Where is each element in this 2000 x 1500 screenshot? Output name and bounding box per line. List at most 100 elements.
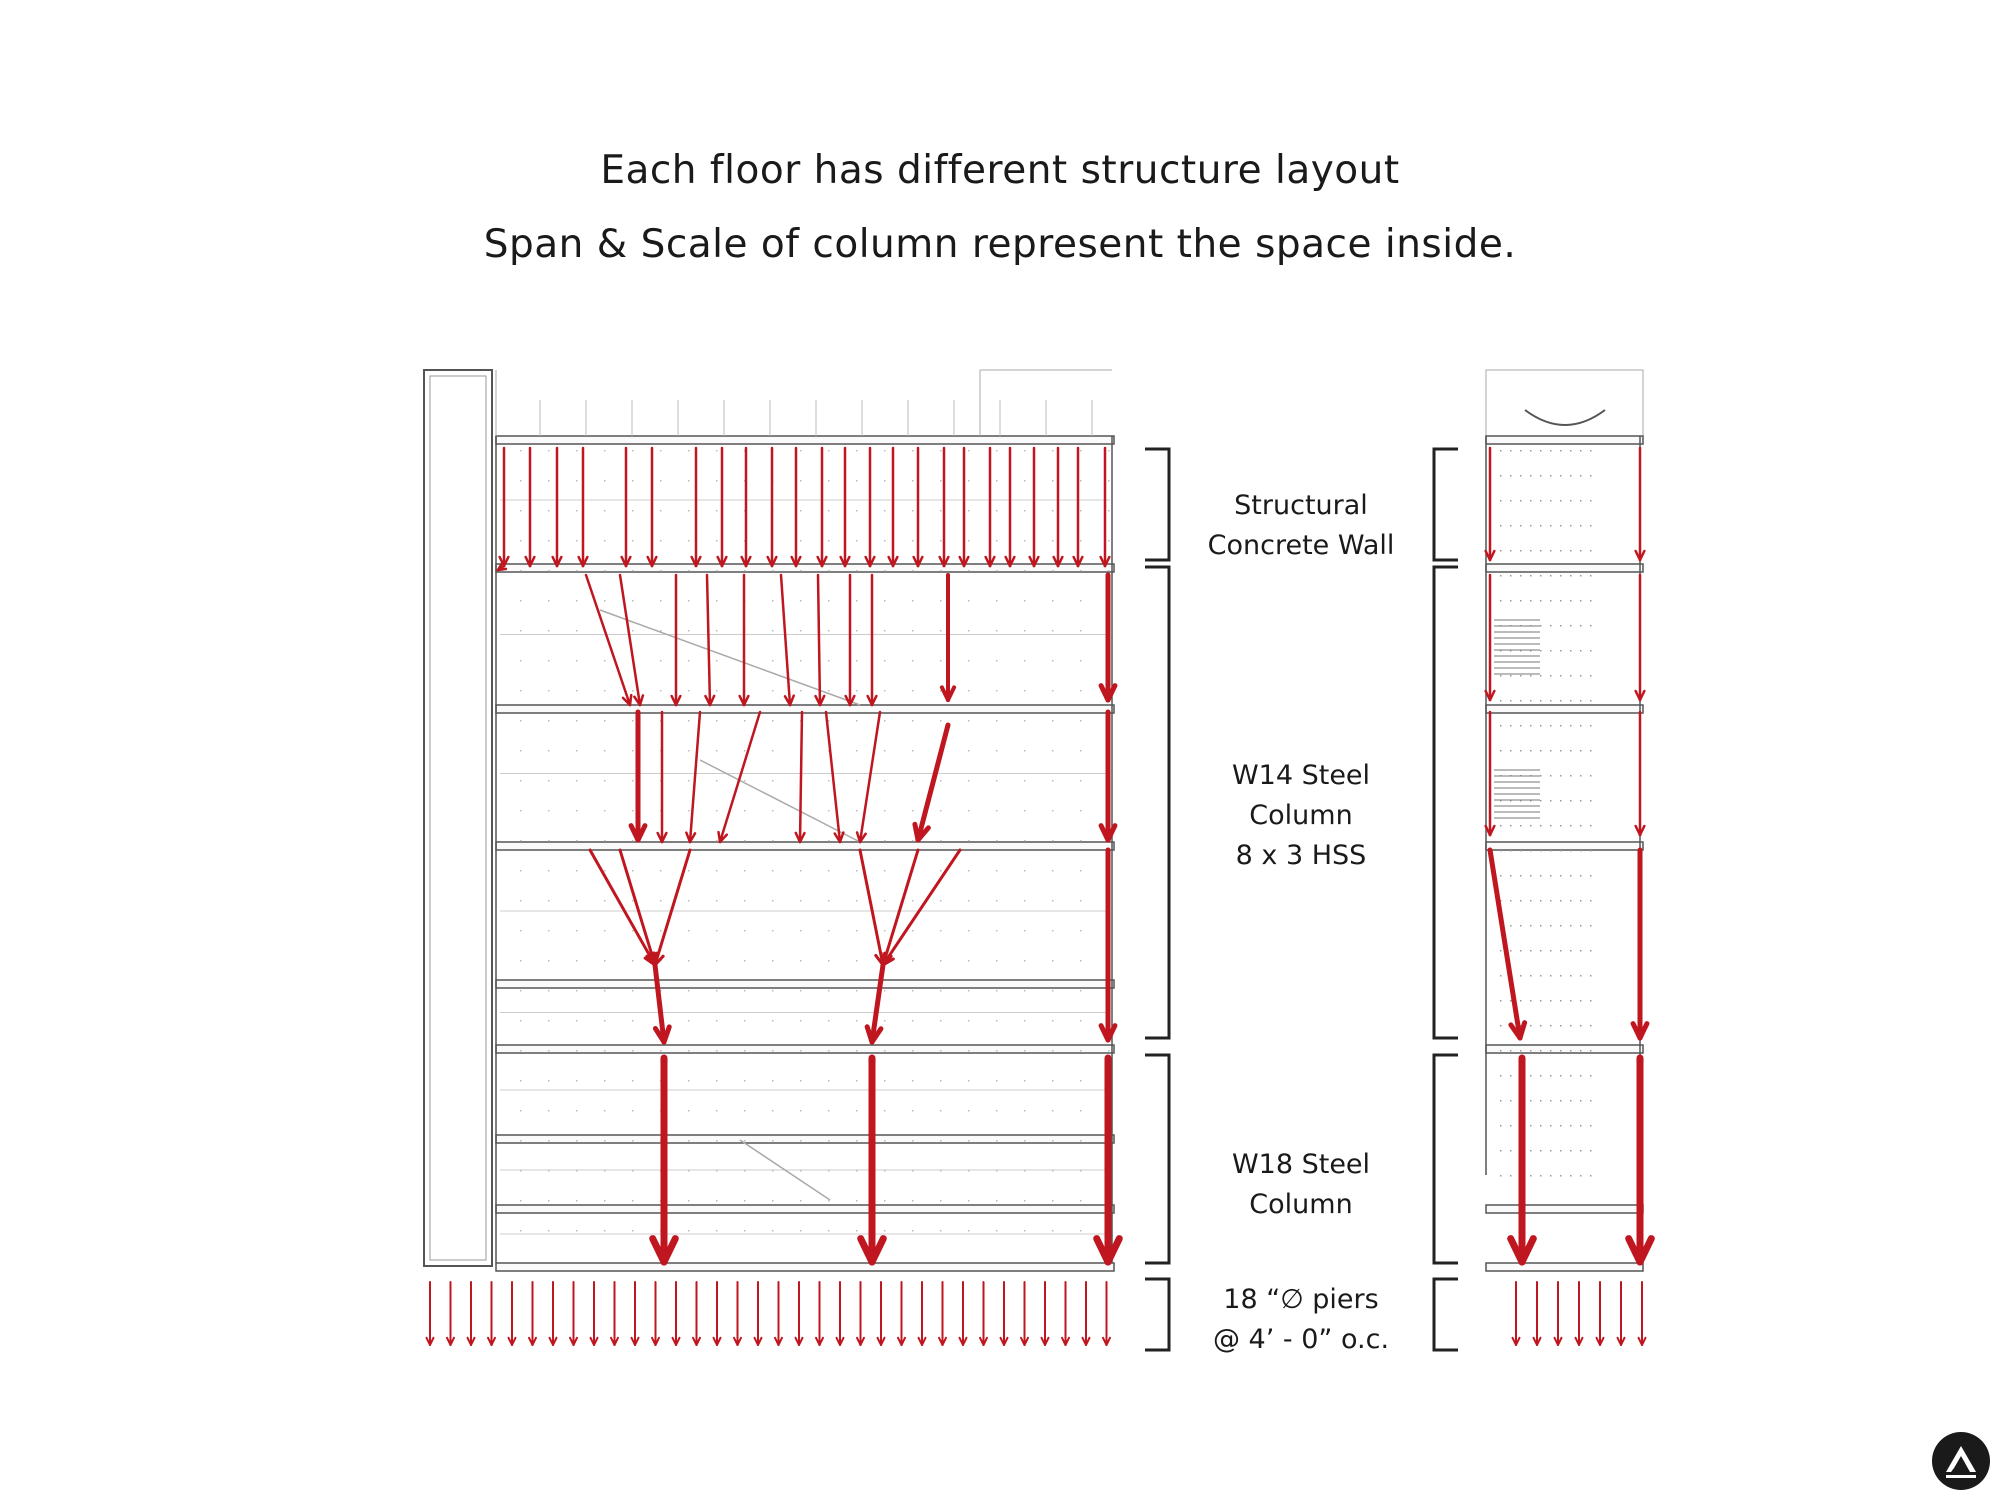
facade-dot	[856, 1200, 858, 1202]
facade-dot	[1560, 450, 1562, 452]
facade-dot	[548, 780, 550, 782]
load-arrow	[685, 710, 702, 844]
facade-dot	[996, 1230, 998, 1232]
facade-dot	[996, 570, 998, 572]
facade-dot	[1510, 700, 1512, 702]
facade-dot	[1590, 750, 1592, 752]
facade-dot	[1080, 840, 1082, 842]
facade-dot	[856, 1050, 858, 1052]
facade-dot	[576, 990, 578, 992]
facade-dot	[940, 630, 942, 632]
facade-dot	[1500, 525, 1502, 527]
facade-dot	[520, 1170, 522, 1172]
facade-dot	[716, 840, 718, 842]
facade-dot	[1080, 990, 1082, 992]
facade-dot	[1580, 550, 1582, 552]
facade-dot	[884, 450, 886, 452]
facade-dot	[800, 1170, 802, 1172]
facade-dot	[800, 630, 802, 632]
facade-dot	[996, 720, 998, 722]
facade-dot	[1520, 900, 1522, 902]
facade-dot	[1590, 1000, 1592, 1002]
facade-dot	[1500, 1075, 1502, 1077]
facade-dot	[968, 930, 970, 932]
facade-dot	[1080, 1140, 1082, 1142]
facade-dot	[1052, 510, 1054, 512]
facade-dot	[1520, 500, 1522, 502]
load-arrow	[1061, 1281, 1070, 1346]
facade-dot	[912, 630, 914, 632]
facade-dot	[1570, 625, 1572, 627]
floor-slab	[1485, 1204, 1644, 1214]
facade-dot	[632, 1230, 634, 1232]
floor-slab	[495, 1134, 1115, 1144]
facade-dot	[1530, 925, 1532, 927]
facade-dot	[1052, 870, 1054, 872]
load-arrow	[652, 962, 672, 1045]
facade-dot	[1570, 1175, 1572, 1177]
facade-dot	[1540, 600, 1542, 602]
facade-dot	[548, 840, 550, 842]
facade-dot	[828, 600, 830, 602]
load-arrow	[917, 1281, 927, 1346]
facade-dot	[1560, 650, 1562, 652]
facade-dot	[1560, 725, 1562, 727]
facade-dot	[1108, 510, 1110, 512]
facade-dot	[1570, 825, 1572, 827]
facade-dot	[884, 600, 886, 602]
facade-dot	[1570, 1150, 1572, 1152]
facade-dot	[884, 780, 886, 782]
bracket	[1145, 1277, 1171, 1352]
load-arrow	[912, 446, 924, 568]
facade-dot	[1080, 900, 1082, 902]
facade-dot	[1530, 850, 1532, 852]
facade-dot	[1560, 1150, 1562, 1152]
facade-dot	[772, 780, 774, 782]
facade-dot	[1520, 975, 1522, 977]
facade-dot	[604, 540, 606, 542]
facade-dot	[744, 840, 746, 842]
facade-dot	[772, 690, 774, 692]
facade-dot	[828, 840, 830, 842]
facade-dot	[828, 960, 830, 962]
facade-dot	[1080, 1170, 1082, 1172]
load-arrow	[1072, 446, 1084, 568]
facade-dot	[940, 960, 942, 962]
load-arrow	[815, 1281, 824, 1346]
load-arrow	[774, 1281, 783, 1346]
facade-dot	[912, 480, 914, 482]
facade-dot	[1052, 930, 1054, 932]
facade-dot	[1530, 950, 1532, 952]
facade-dot	[1520, 600, 1522, 602]
load-arrow	[671, 1281, 681, 1346]
load-arrow	[753, 1281, 763, 1346]
facade-dot	[576, 810, 578, 812]
facade-dot	[688, 660, 690, 662]
facade-dot	[688, 1110, 690, 1112]
facade-dot	[968, 450, 970, 452]
facade-dot	[912, 510, 914, 512]
facade-dot	[1108, 480, 1110, 482]
facade-dot	[1052, 960, 1054, 962]
facade-dot	[968, 960, 970, 962]
facade-dot	[744, 1020, 746, 1022]
facade-dot	[996, 600, 998, 602]
facade-dot	[996, 810, 998, 812]
facade-dot	[1540, 550, 1542, 552]
facade-dot	[1510, 550, 1512, 552]
facade-dot	[548, 720, 550, 722]
facade-dot	[1570, 475, 1572, 477]
facade-dot	[968, 480, 970, 482]
facade-dot	[1024, 600, 1026, 602]
facade-dot	[520, 870, 522, 872]
floor-slab	[495, 1204, 1115, 1214]
facade-dot	[912, 1020, 914, 1022]
facade-dot	[856, 540, 858, 542]
facade-dot	[1580, 700, 1582, 702]
facade-dot	[772, 720, 774, 722]
facade-dot	[856, 1110, 858, 1112]
load-arrow	[864, 446, 876, 568]
facade-dot	[1520, 575, 1522, 577]
facade-dot	[604, 990, 606, 992]
facade-dot	[996, 1110, 998, 1112]
